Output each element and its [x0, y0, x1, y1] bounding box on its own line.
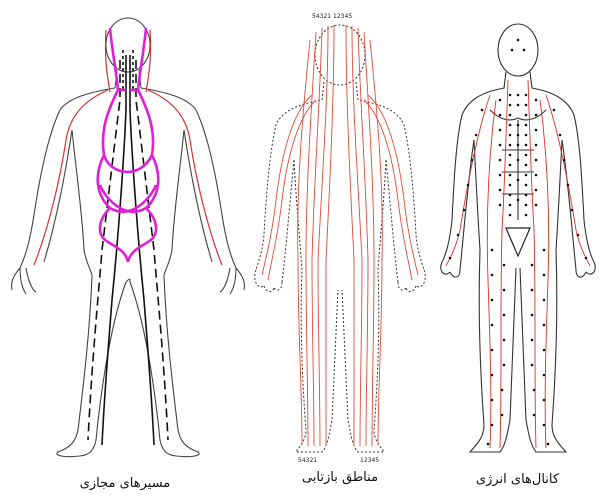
- zone-numbers-top: 54321 12345: [312, 13, 352, 20]
- reflex-zones-body-diagram: 54321 12345 54321 12345: [250, 0, 430, 499]
- reflex-zones-caption: مناطق بازتابی: [250, 470, 430, 485]
- energy-channels-caption: کانال‌های انرژی: [430, 472, 605, 487]
- zone-numbers-bottom-left: 54321: [298, 457, 317, 464]
- zone-numbers-bottom-right: 12345: [360, 457, 379, 464]
- red-channel-lines: [34, 30, 222, 265]
- virtual-paths-body-diagram: [0, 0, 250, 499]
- energy-channels-figure: کانال‌های انرژی: [430, 0, 605, 499]
- virtual-paths-caption: مسیرهای مجازی: [0, 476, 250, 491]
- virtual-paths-figure: مسیرهای مجازی: [0, 0, 250, 499]
- dotted-body-outline: [255, 25, 426, 452]
- energy-channels-body-diagram: [430, 0, 605, 499]
- loin-triangle: [506, 228, 530, 256]
- reflex-zones-figure: 54321 12345 54321 12345 مناطق بازتابی: [250, 0, 430, 499]
- body-outline: [11, 18, 244, 457]
- zone-lines: [262, 25, 418, 446]
- black-channel-lines: [88, 50, 168, 445]
